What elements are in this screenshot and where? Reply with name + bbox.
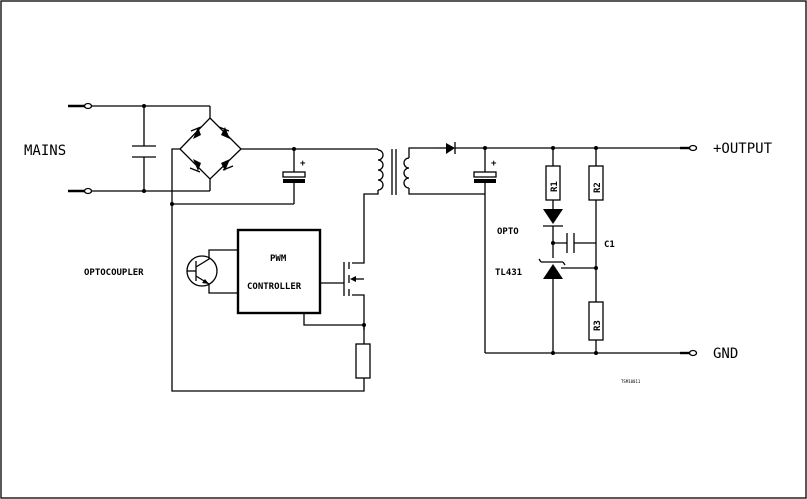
output-diode — [439, 142, 688, 154]
r3-label: R3 — [593, 320, 603, 331]
primary-cap-plus-label: + — [300, 159, 306, 169]
mosfet-switch — [303, 255, 366, 330]
x-capacitor — [132, 106, 156, 191]
resistor-r3: R3 — [588, 301, 604, 353]
output-capacitor: + — [473, 146, 497, 353]
bridge-rectifier — [170, 106, 378, 206]
drawing-code-label: TSM10011 — [621, 379, 641, 384]
output-terminal: +OUTPUT — [680, 141, 773, 157]
optocoupler-transistor: OPTOCOUPLER — [84, 249, 238, 294]
transformer — [363, 147, 485, 255]
capacitor-c1: C1 — [551, 233, 615, 253]
r1-label: R1 — [550, 181, 560, 192]
gnd-label: GND — [713, 346, 738, 362]
resistor-r2: R2 — [588, 146, 604, 302]
optocoupler-label: OPTOCOUPLER — [84, 268, 144, 278]
opto-label: OPTO — [497, 227, 519, 237]
output-cap-plus-label: + — [491, 159, 497, 169]
r2-label: R2 — [593, 182, 603, 193]
secondary-ground-rail — [485, 351, 688, 355]
primary-ground-rail — [171, 203, 365, 392]
c1-label: C1 — [604, 240, 615, 250]
gnd-terminal: GND — [680, 346, 738, 362]
pwm-label: PWM — [270, 254, 287, 264]
tl431-shunt-regulator: TL431 — [495, 258, 598, 353]
sense-resistor — [355, 325, 371, 379]
tl431-label: TL431 — [495, 268, 522, 278]
pwm-controller: PWM CONTROLLER — [236, 228, 322, 315]
mains-input — [68, 102, 210, 195]
output-label: +OUTPUT — [713, 141, 773, 157]
primary-bulk-capacitor: + — [282, 147, 306, 204]
opto-led: OPTO — [497, 209, 563, 258]
resistor-r1: R1 — [545, 146, 561, 209]
controller-label: CONTROLLER — [247, 282, 302, 292]
mains-label: MAINS — [24, 143, 66, 159]
